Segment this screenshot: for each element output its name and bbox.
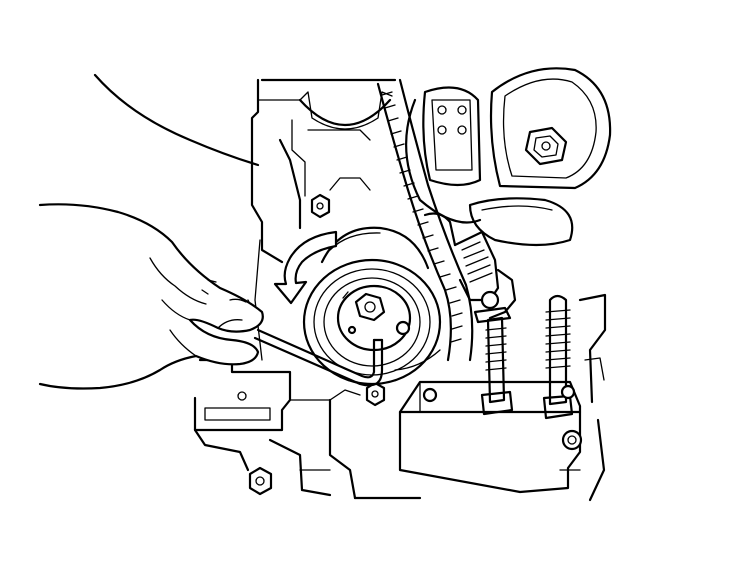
hex-bolt-icon xyxy=(248,466,273,496)
engine-cover xyxy=(193,78,422,500)
hex-key-icon xyxy=(253,328,384,387)
rotation-arrow-icon xyxy=(273,230,338,305)
hex-bolt-icon xyxy=(524,126,568,166)
tensioner-bracket xyxy=(398,293,607,502)
hex-bolt-icon xyxy=(310,193,331,219)
stud-left xyxy=(480,316,514,416)
sprocket-right xyxy=(468,67,612,247)
stud-right xyxy=(542,294,574,420)
tensioner-spring xyxy=(453,230,517,324)
camshaft-sprocket-icon xyxy=(405,86,482,224)
tensioner-pulley-icon xyxy=(302,226,442,386)
hand-icon xyxy=(38,203,264,390)
hex-bolt-icon xyxy=(237,391,247,401)
sleeve-outline xyxy=(93,73,260,167)
timing-belt-icon xyxy=(376,78,474,362)
